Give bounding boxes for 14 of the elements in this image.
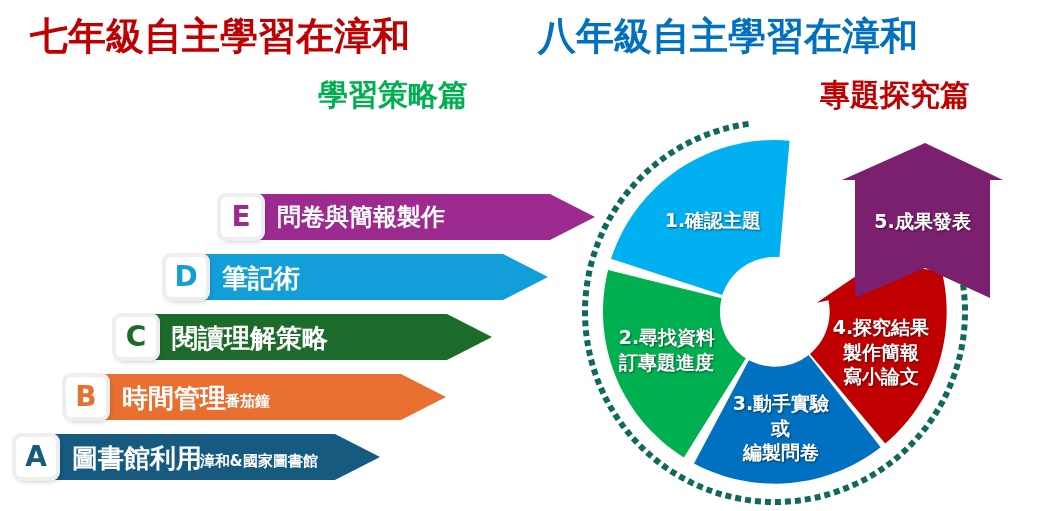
segment-label: 2.尋找資料訂專題進度 <box>618 325 716 375</box>
step-note: 漳和&國家圖書館 <box>199 452 318 470</box>
segment-label: 5.成果發表 <box>874 208 971 233</box>
step-label: 筆記術 <box>222 262 300 295</box>
step-label: 時間管理 <box>122 382 226 415</box>
subtitle: 學習策略篇 <box>318 78 468 111</box>
title: 七年級自主學習在漳和 <box>30 16 410 58</box>
subtitle: 專題探究篇 <box>820 78 970 111</box>
segment-label: 4.探究結果製作簡報寫小論文 <box>832 314 930 389</box>
step-label: 閱讀理解策略 <box>172 322 328 355</box>
segment-label: 1.確認主題 <box>664 207 762 233</box>
title: 八年級自主學習在漳和 <box>538 16 918 58</box>
step-label: 問卷與簡報製作 <box>277 202 445 233</box>
segment-label: 3.動手實驗或編製問卷 <box>732 390 830 465</box>
